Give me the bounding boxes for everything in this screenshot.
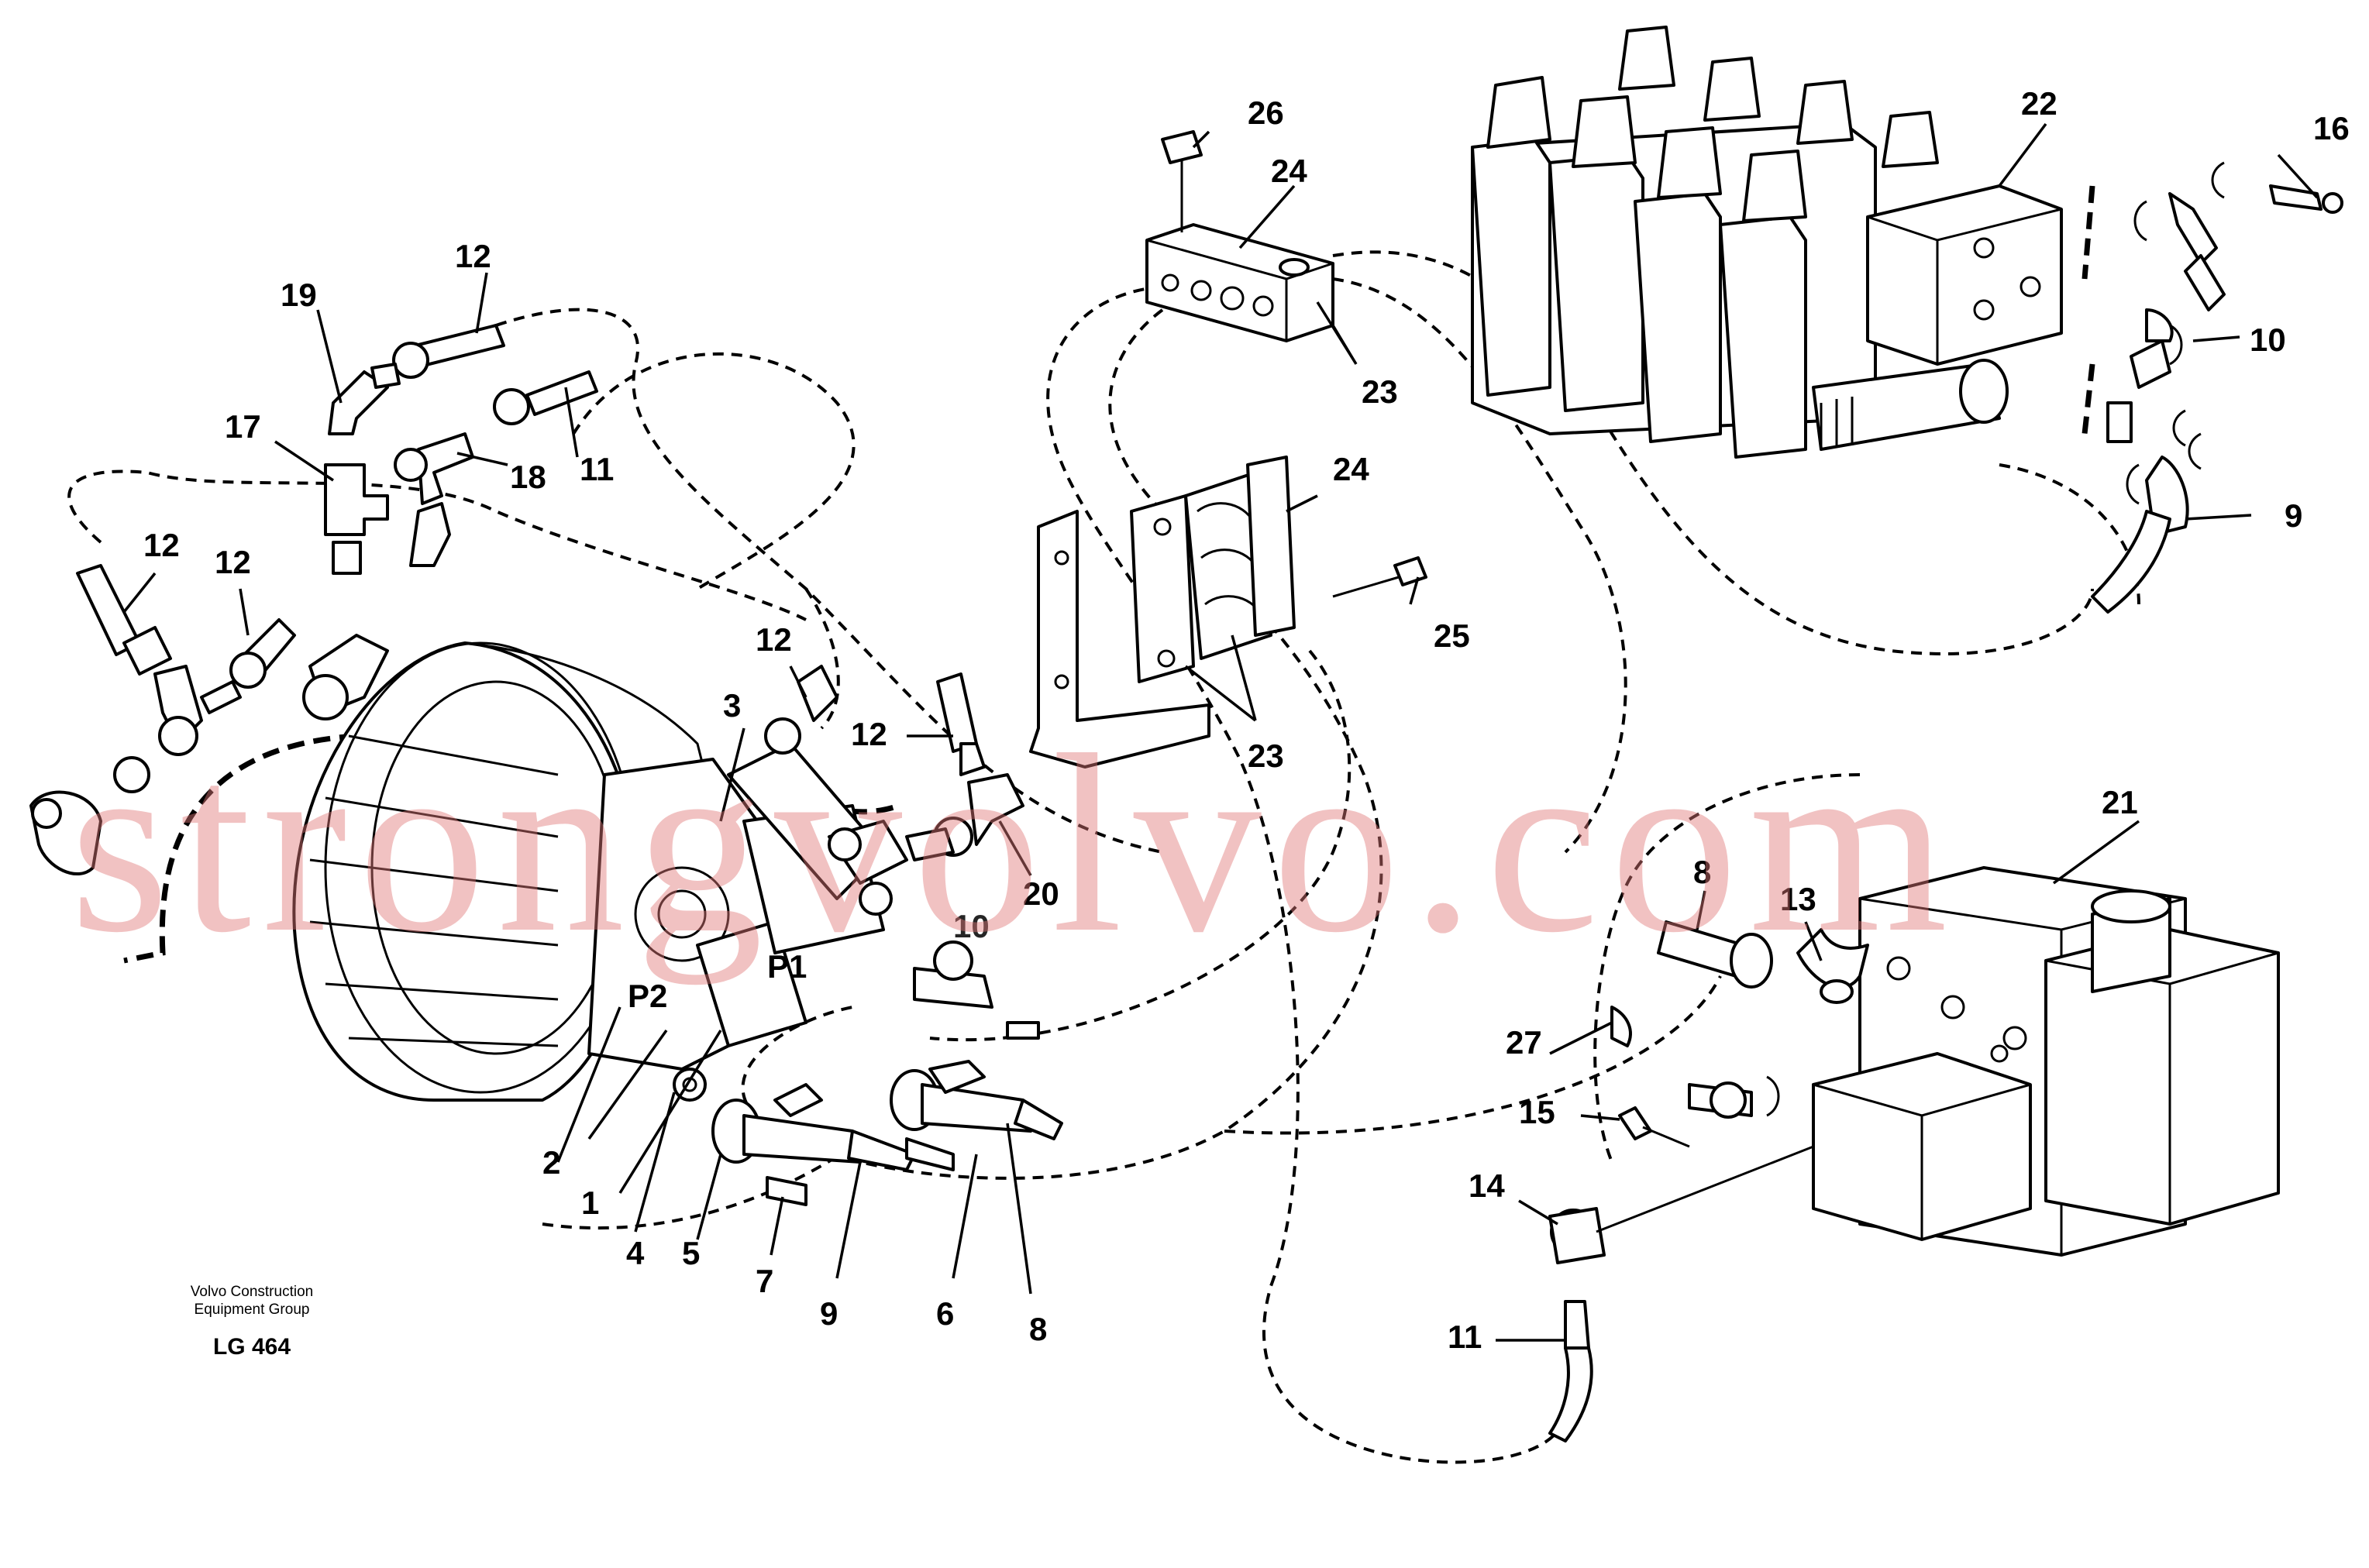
callout-24-lower: 24 — [1333, 451, 1369, 487]
callout-12-mid: 12 — [756, 621, 792, 658]
callout-24-top: 24 — [1271, 153, 1307, 189]
callout-2: 2 — [542, 1144, 560, 1181]
publisher-line-1: Volvo Construction — [190, 1284, 314, 1300]
pump-assembly: P2 P1 — [292, 641, 885, 1102]
callout-9-bottom: 9 — [820, 1295, 838, 1332]
callout-12-center-left: 12 — [215, 544, 251, 580]
callout-19: 19 — [281, 277, 317, 313]
callout-25: 25 — [1434, 617, 1470, 654]
callout-12-top: 12 — [455, 238, 491, 274]
callout-12-left: 12 — [143, 527, 180, 563]
callout-7: 7 — [756, 1263, 773, 1299]
callout-14: 14 — [1469, 1167, 1505, 1204]
callout-11-top: 11 — [580, 451, 614, 487]
callout-3: 3 — [723, 687, 741, 724]
callout-5: 5 — [682, 1235, 700, 1271]
callout-23-top: 23 — [1362, 373, 1398, 410]
clamp-bracket-assembly — [1029, 130, 1427, 769]
callout-15: 15 — [1519, 1094, 1555, 1130]
leader-lines — [122, 122, 2319, 1342]
callout-11-bottom: 11 — [1448, 1319, 1482, 1355]
bottom-fittings — [673, 940, 1063, 1206]
callout-22: 22 — [2021, 85, 2057, 122]
callout-9-right: 9 — [2285, 497, 2302, 534]
callout-numbers: 12 19 17 18 11 12 12 12 12 3 20 10 26 24… — [143, 85, 2350, 1355]
left-fittings — [29, 324, 1024, 916]
publisher-caption: Volvo Construction Equipment Group — [159, 1283, 345, 1319]
callout-20: 20 — [1023, 875, 1059, 912]
callout-4: 4 — [626, 1235, 645, 1271]
callout-21: 21 — [2102, 784, 2138, 820]
callout-23-lower: 23 — [1248, 738, 1284, 774]
callout-19-lower: 10 — [953, 908, 990, 944]
publisher-line-2: Equipment Group — [194, 1302, 310, 1318]
callout-10: 10 — [2250, 322, 2286, 358]
callout-6: 6 — [936, 1295, 954, 1332]
callout-16: 16 — [2313, 110, 2350, 146]
callout-17: 17 — [225, 408, 261, 445]
callout-27: 27 — [1506, 1024, 1542, 1061]
drawing-code: LG 464 — [212, 1334, 291, 1360]
callout-1: 1 — [581, 1185, 599, 1221]
control-valve-bank — [1471, 26, 2343, 614]
valve-block-21 — [1548, 866, 2280, 1442]
callout-18: 18 — [510, 459, 546, 495]
callout-26: 26 — [1248, 95, 1284, 131]
callout-12-right: 12 — [851, 716, 887, 752]
port-mark-p2: P2 — [628, 978, 667, 1014]
callout-13: 13 — [1780, 881, 1816, 917]
callout-8-right: 8 — [1693, 854, 1711, 890]
callout-8-bottom: 8 — [1029, 1311, 1047, 1347]
port-mark-p1: P1 — [767, 948, 807, 985]
